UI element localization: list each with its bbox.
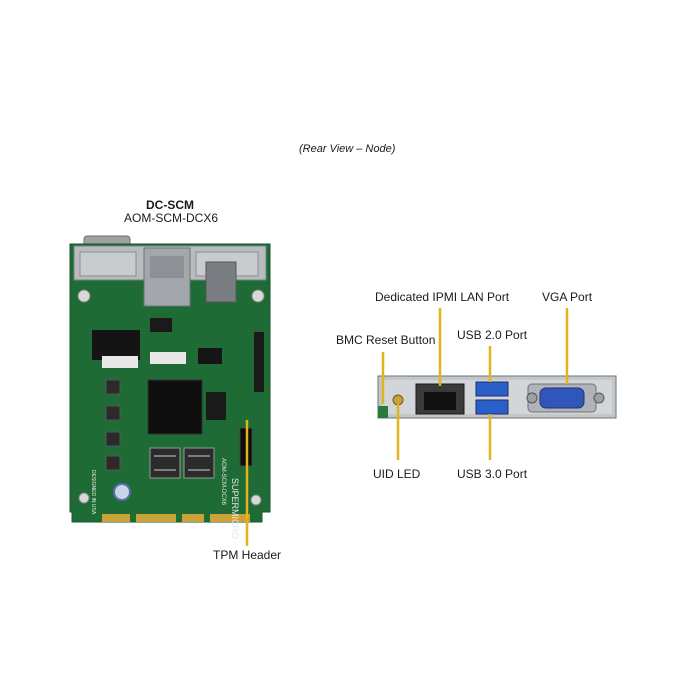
rear-io-panel xyxy=(377,375,617,419)
board-model: AOM-SCM-DCX6 xyxy=(124,211,219,225)
usb2-port-label: USB 2.0 Port xyxy=(457,328,528,342)
bmc-reset-button-label: BMC Reset Button xyxy=(336,333,436,347)
dc-scm-board xyxy=(69,235,271,523)
ipmi-lan-port-label: Dedicated IPMI LAN Port xyxy=(375,290,510,304)
silkscreen-designed: DESIGNED IN USA xyxy=(90,470,96,515)
usb3-port-label: USB 3.0 Port xyxy=(457,467,528,481)
view-caption: (Rear View – Node) xyxy=(299,143,396,155)
uid-led-label: UID LED xyxy=(373,467,421,481)
callout-lines xyxy=(245,308,569,546)
vga-port-label: VGA Port xyxy=(542,290,593,304)
silkscreen-model: AOM-SCM-DCX6 xyxy=(220,458,226,506)
board-title: DC-SCM xyxy=(146,198,194,212)
tpm-header-label: TPM Header xyxy=(213,548,282,562)
silkscreen-brand: SUPERMICRO xyxy=(230,478,240,539)
